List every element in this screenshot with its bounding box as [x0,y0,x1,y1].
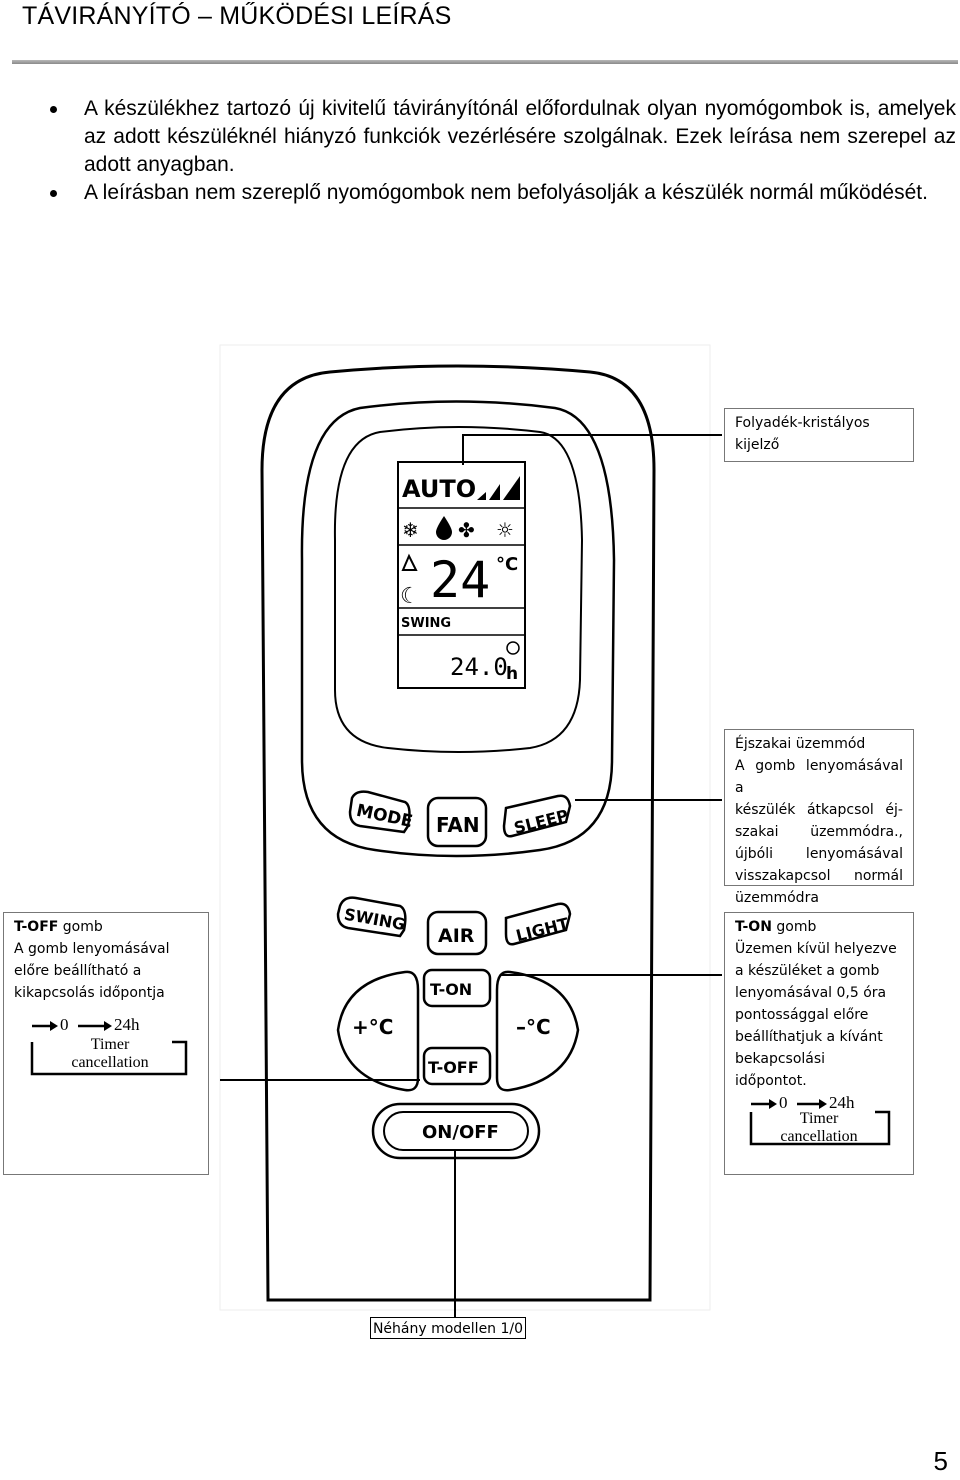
lcd-temperature: 24 [430,551,490,609]
bullet-text: A készülékhez tartozó új kivitelű távirá… [84,97,956,176]
on-off-caption: Néhány modellen 1/0 [370,1317,526,1339]
lcd-bezel [333,426,584,753]
temp-up-button: +°C [336,970,420,1092]
leader-line-lcd [462,434,722,465]
remote-shade [219,344,711,1311]
callout-sleep-line: üzemmódra [735,890,819,906]
callout-t-on-line: időpontot. [735,1073,807,1089]
drop-icon [436,516,452,540]
timer-start: 0 [779,1093,788,1112]
bullet-dot [50,190,57,197]
callout-t-on-line: Üzemen kívül helyezve [735,941,897,957]
lcd-text: AUTO 24 °C SWING 24.0 h [401,475,520,684]
bullet-item: A leírásban nem szereplő nyomógombok nem… [50,179,956,207]
callout-sleep-title: Éjszakai üzemmód [735,736,866,752]
mode-button: MODE [348,790,414,834]
page-number: 5 [933,1446,948,1476]
bullet-list: A készülékhez tartozó új kivitelű távirá… [50,95,956,207]
bullet-dot [50,106,57,113]
timer-bracket-icon [749,1099,891,1146]
upper-panel [300,400,616,858]
sun-icon: ☼ [496,518,514,542]
callout-t-off-title: T-OFF gomb [14,919,103,935]
swing-triangle-icon [401,553,418,571]
snowflake-icon: ❄ [402,518,419,542]
callout-t-on-title: T-ON gomb [735,919,817,935]
callout-t-off-line: előre beállítható a [14,963,142,979]
callout-sleep-line: A gomb lenyomásával a [735,758,903,796]
bullet-item: A készülékhez tartozó új kivitelű távirá… [50,95,956,179]
t-off-button: T-OFF [422,1046,492,1086]
page-title: TÁVIRÁNYÍTÓ – MŰKÖDÉSI LEÍRÁS [22,2,452,30]
timer-start: 0 [60,1015,69,1034]
callout-t-on-line: a készüléket a gomb [735,963,880,979]
timer-end: 24h [114,1015,140,1034]
timer-end: 24h [829,1093,855,1112]
callout-sleep-line: szakai üzemmódra., [735,824,903,840]
timer-bracket-icon [30,1021,188,1076]
svg-text:+°C: +°C [352,1015,393,1039]
clock-icon [506,641,520,655]
callout-t-off-line: A gomb lenyomásával [14,941,170,957]
callout-sleep: Éjszakai üzemmód A gomb lenyomásával a k… [724,729,914,906]
light-button: LIGHT [504,902,572,946]
temp-down-button: –°C [495,970,580,1092]
t-on-button: T-ON [422,968,492,1008]
lcd-mode-text: AUTO [402,475,476,503]
timer-cancellation-figure: 0 24h Timer cancellation [20,1015,190,1078]
callout-sleep-line: készülék átkapcsol éj- [735,802,903,818]
callout-lcd: Folyadék-kristályos kijelző [724,408,914,462]
callout-t-off: T-OFF gomb A gomb lenyomásával előre beá… [3,912,209,1175]
lcd-timer-value: 24.0 [450,653,508,681]
timer-label-2: cancellation [780,1128,858,1145]
timer-label-2: cancellation [71,1054,149,1071]
callout-lcd-line1: Folyadék-kristályos [735,415,870,431]
callout-sleep-line: visszakapcsol normál [735,868,903,884]
callout-t-off-line: kikapcsolás időpontja [14,985,165,1001]
lcd-timer-unit: h [506,664,518,684]
lcd-temp-unit: °C [496,554,518,575]
callout-sleep-line: újbóli lenyomásával [735,846,903,862]
svg-text:ON/OFF: ON/OFF [422,1122,499,1143]
callout-t-on-line: lenyomásával 0,5 óra [735,985,887,1001]
callout-t-on: T-ON gomb Üzemen kívül helyezve a készül… [724,912,914,1175]
moon-icon: ☾ [400,584,420,609]
bullet-text: A leírásban nem szereplő nyomógombok nem… [84,181,928,204]
lcd-screen: ❄ ✤ ☼ ☾ [397,461,526,689]
callout-lcd-line2: kijelző [735,437,780,453]
fan-button: FAN [426,796,488,848]
callout-t-on-line: beállíthatjuk a kívánt [735,1029,883,1045]
svg-text:–°C: –°C [516,1015,551,1039]
timer-cancellation-figure: 0 24h Timer cancellation [739,1093,909,1158]
svg-text:AIR: AIR [438,925,475,947]
air-button: AIR [426,910,488,956]
svg-text:T-ON: T-ON [430,980,472,999]
svg-text:T-OFF: T-OFF [428,1058,479,1077]
svg-text:FAN: FAN [436,813,480,837]
fan-icon: ✤ [458,518,475,542]
swing-button: SWING [336,896,407,938]
on-off-button: ON/OFF [371,1102,541,1160]
timer-label-1: Timer [799,1110,839,1127]
timer-label-1: Timer [90,1036,130,1053]
lcd-swing-text: SWING [401,616,451,631]
callout-t-on-line: pontossággal előre [735,1007,869,1023]
fan-speed-bars-icon [477,476,520,500]
callout-t-on-line: bekapcsolási [735,1051,826,1067]
title-rule [12,60,958,64]
